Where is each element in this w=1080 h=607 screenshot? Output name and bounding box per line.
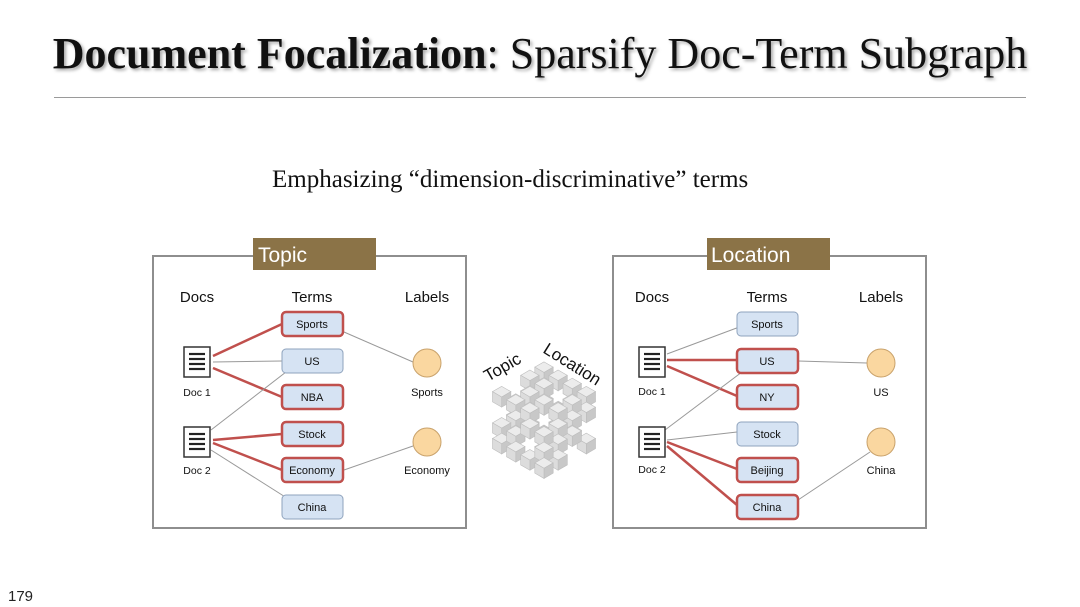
topic-term-sports	[280, 310, 345, 338]
cube-block-face	[492, 391, 502, 408]
slide-title: Document Focalization: Sparsify Doc-Term…	[0, 28, 1080, 79]
topic-terms-header: Terms	[292, 289, 333, 306]
location-label-china-node	[866, 427, 896, 457]
cube-block-face	[492, 437, 502, 455]
cube-block-face	[534, 462, 545, 479]
location-edge-doc2-stock	[666, 431, 738, 441]
cube-graphic	[491, 361, 597, 479]
location-label-us-node	[866, 348, 896, 378]
topic-term-sports-text: Sports	[296, 319, 328, 331]
location-edge-doc2-china	[666, 445, 738, 506]
topic-term-economy	[280, 456, 345, 484]
topic-term-us	[281, 348, 344, 374]
location-term-us	[735, 347, 800, 375]
location-label-china-text: China	[867, 465, 897, 477]
topic-label-economy-node	[412, 427, 442, 457]
topic-edges	[210, 322, 414, 501]
topic-edge-doc1-nba	[212, 366, 283, 399]
topic-edge-doc2-us	[210, 371, 287, 431]
location-edge-us-label	[797, 360, 868, 364]
topic-term-stock	[280, 420, 345, 448]
location-term-beijing	[735, 456, 800, 484]
location-term-sports	[736, 311, 799, 337]
slide-title-rest: : Sparsify Doc-Term Subgraph	[486, 29, 1028, 78]
slide-title-bold: Document Focalization	[52, 29, 487, 78]
location-edge-doc2-us	[664, 371, 743, 431]
topic-doc2-label: Doc 2	[183, 465, 211, 477]
topic-doc1-icon	[182, 345, 212, 379]
topic-term-nba-text: NBA	[301, 392, 324, 404]
location-term-us-text: US	[759, 356, 774, 368]
location-terms-header: Terms	[747, 289, 788, 306]
cube-block-face	[520, 454, 531, 471]
topic-edge-doc2-economy	[212, 441, 283, 472]
topic-docs-header: Docs	[180, 289, 214, 306]
topic-doc1-label: Doc 1	[183, 387, 211, 399]
location-edge-doc1-ny	[666, 364, 738, 398]
topic-panel: Topic Docs Terms Labels Doc 1 Doc 2 Spor…	[152, 238, 467, 529]
topic-term-us-text: US	[304, 356, 319, 368]
cube-axis-topic: Topic	[481, 349, 525, 386]
topic-doc2-icon	[182, 425, 212, 459]
location-panel-tag: Location	[711, 244, 790, 267]
topic-term-china	[281, 494, 344, 520]
location-doc2-icon	[637, 425, 667, 459]
topic-label-sports-text: Sports	[411, 387, 443, 399]
topic-edge-doc1-sports	[212, 322, 283, 358]
location-term-china	[735, 493, 800, 521]
location-edge-doc1-sports	[666, 325, 743, 355]
topic-term-stock-text: Stock	[298, 429, 326, 441]
location-label-us-text: US	[873, 387, 888, 399]
topic-edge-doc2-stock	[212, 432, 283, 442]
location-doc2-label: Doc 2	[638, 464, 666, 476]
topic-label-sports-node	[412, 348, 442, 378]
slide-subtitle: Emphasizing “dimension-discriminative” t…	[272, 166, 749, 193]
topic-label-economy-text: Economy	[404, 465, 450, 477]
topic-labels-header: Labels	[405, 289, 449, 306]
location-edge-doc2-beijing	[666, 440, 738, 471]
cube-block-face	[506, 446, 517, 463]
topic-edge-doc2-china	[210, 449, 291, 501]
topic-panel-tag-bg	[253, 238, 376, 270]
location-doc1-icon	[637, 345, 667, 379]
topic-edge-doc1-us	[212, 360, 283, 363]
location-labels-header: Labels	[859, 289, 903, 306]
topic-edge-economy-label	[343, 445, 414, 471]
location-term-china-text: China	[753, 502, 783, 514]
location-doc1-label: Doc 1	[638, 386, 666, 398]
topic-panel-tag: Topic	[258, 244, 307, 267]
location-term-ny	[735, 383, 800, 411]
topic-edge-sports-label	[343, 331, 414, 363]
location-docs-header: Docs	[635, 289, 669, 306]
cube-block-face	[520, 423, 531, 440]
location-edge-china-label	[797, 451, 871, 501]
location-term-stock-text: Stock	[753, 429, 781, 441]
location-edges	[664, 325, 871, 506]
location-term-stock	[736, 421, 799, 447]
topic-term-nba	[280, 383, 345, 411]
location-term-sports-text: Sports	[751, 319, 783, 331]
page-number: 179	[8, 588, 34, 605]
title-divider	[54, 97, 1026, 98]
location-term-ny-text: NY	[759, 392, 775, 404]
location-panel: Location Docs Terms Labels Doc 1 Doc 2 S…	[612, 238, 927, 529]
location-panel-tag-bg	[707, 238, 830, 270]
topic-term-china-text: China	[298, 502, 328, 514]
topic-term-economy-text: Economy	[289, 465, 335, 477]
location-term-beijing-text: Beijing	[750, 465, 783, 477]
